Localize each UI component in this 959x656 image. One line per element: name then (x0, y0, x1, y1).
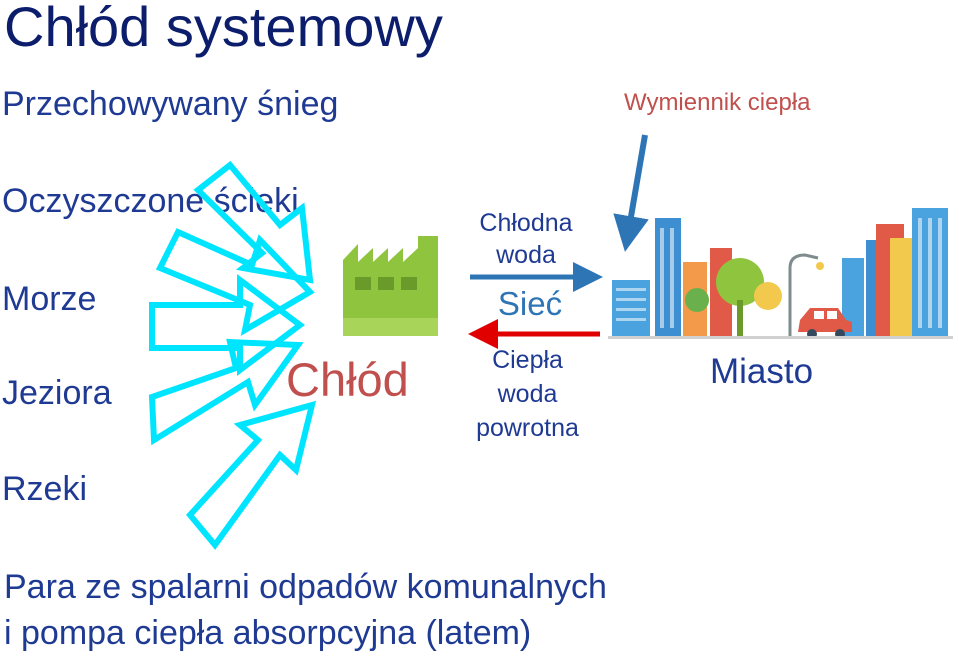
source-arrow-3 (149, 274, 305, 376)
page-title: Chłód systemowy (4, 0, 443, 58)
city-label: Miasto (710, 352, 814, 391)
street-lamp-icon (788, 253, 819, 336)
source-arrow-5 (186, 400, 317, 550)
factory-icon (343, 236, 438, 336)
city-icon (608, 208, 953, 339)
cold-label: Chłód (286, 353, 409, 406)
tree-icon (685, 258, 782, 336)
source-arrow-1 (193, 160, 314, 284)
summer-source-line-2: i pompa ciepła absorpcyjna (latem) (4, 614, 532, 652)
source-sea: Morze (2, 280, 97, 318)
cold-water-label: Chłodna woda (479, 209, 573, 269)
source-rivers: Rzeki (2, 470, 88, 508)
source-lakes: Jeziora (2, 374, 112, 412)
source-arrow-2 (155, 228, 315, 336)
warm-return-water-label: Ciepła woda powrotna (476, 346, 579, 442)
heat-exchanger-arrow (613, 134, 649, 252)
heat-exchanger-label: Wymiennik ciepła (624, 89, 811, 116)
source-snow: Przechowywany śnieg (2, 85, 339, 123)
source-arrow-4 (148, 338, 304, 446)
summer-source-text: Para ze spalarni odpadów komunalnych i p… (4, 564, 607, 656)
network-label: Sieć (497, 285, 563, 322)
summer-source-line-1: Para ze spalarni odpadów komunalnych (4, 568, 607, 606)
